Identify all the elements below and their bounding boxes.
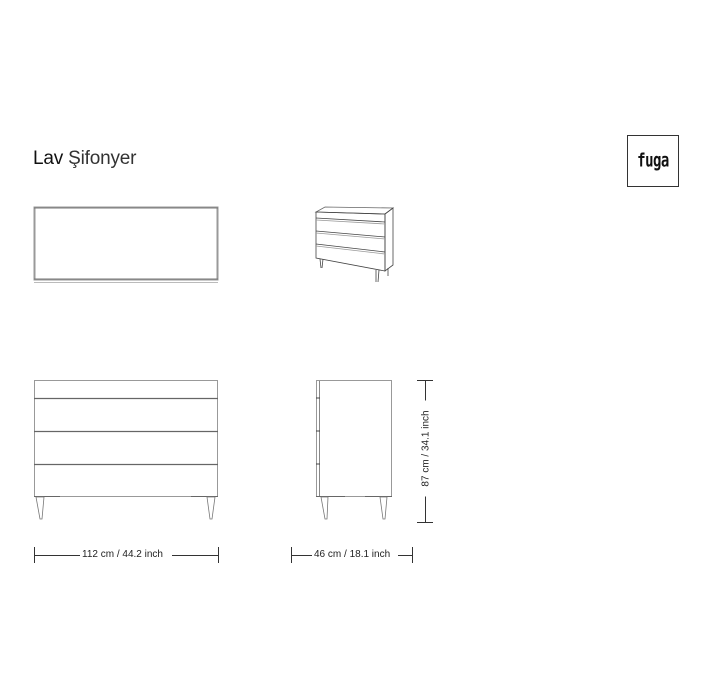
height-dimension-line — [417, 380, 433, 523]
depth-dimension-line — [291, 547, 413, 563]
logo-text: fuga — [637, 150, 669, 172]
top-view — [33, 206, 219, 283]
product-title-brand: Lav — [33, 148, 64, 169]
product-title-type: Şifonyer — [68, 148, 137, 169]
front-view — [34, 380, 218, 520]
fuga-logo: fuga — [627, 135, 679, 187]
depth-dimension-label: 46 cm / 18.1 inch — [313, 549, 392, 560]
height-dimension-label: 87 cm / 34.1 inch — [420, 400, 432, 497]
width-dimension-line — [34, 547, 219, 563]
side-view — [316, 380, 392, 520]
product-title: Lav Şifonyer — [33, 148, 136, 170]
width-dimension-label: 112 cm / 44.2 inch — [81, 549, 164, 560]
perspective-view — [314, 206, 395, 283]
